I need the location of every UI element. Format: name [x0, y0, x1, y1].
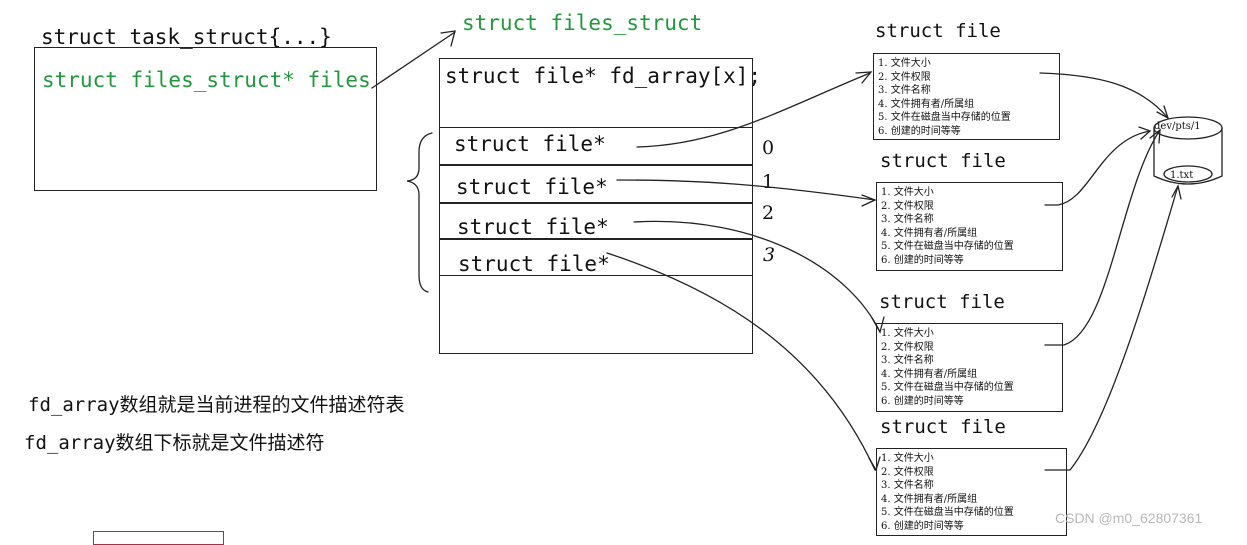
file3-to-disk	[1044, 185, 1179, 471]
fd-slot-3: struct file*	[439, 239, 753, 276]
file-prop: 5. 文件在磁盘当中存储的位置	[881, 507, 1014, 519]
file-title-1: struct file	[880, 150, 1006, 172]
file-props-2: 1. 文件大小 2. 文件权限 3. 文件名称 4. 文件拥有者/所属组 5. …	[881, 327, 1014, 409]
file-prop: 6. 创建的时间等等	[881, 254, 964, 266]
arrowhead	[1138, 126, 1152, 140]
file-prop: 4. 文件拥有者/所属组	[881, 493, 978, 505]
fd-index-0: 0	[762, 137, 775, 159]
file-prop: 6. 创建的时间等等	[881, 520, 964, 532]
arrowhead	[440, 30, 456, 47]
fd-slot-label: struct file*	[457, 215, 609, 239]
slot-brace	[406, 132, 433, 293]
file-prop: 3. 文件名称	[881, 480, 934, 492]
file-prop: 6. 创建的时间等等	[881, 395, 964, 407]
note-fd-index: fd_array数组下标就是文件描述符	[24, 432, 325, 454]
arrowhead	[861, 194, 877, 207]
fd3-pointer	[606, 252, 876, 471]
task-struct-title: struct task_struct{...}	[41, 25, 332, 49]
disk-top-ellipse	[1153, 116, 1223, 140]
arrowhead	[1156, 105, 1170, 120]
file-prop: 4. 文件拥有者/所属组	[881, 368, 978, 380]
file-prop: 2. 文件权限	[878, 71, 931, 83]
file-props-3: 1. 文件大小 2. 文件权限 3. 文件名称 4. 文件拥有者/所属组 5. …	[881, 452, 1014, 534]
note-fd-table: fd_array数组就是当前进程的文件描述符表	[28, 394, 405, 416]
file-prop: 5. 文件在磁盘当中存储的位置	[881, 241, 1014, 253]
file-prop: 2. 文件权限	[881, 341, 934, 353]
disk-bottom-label: 1.txt	[1170, 170, 1194, 181]
disk-top-label: dev/pts/1	[1154, 121, 1201, 132]
fd1-pointer	[616, 179, 876, 201]
fd-slot-label: struct file*	[456, 175, 608, 199]
arrowhead	[1171, 184, 1182, 200]
fd-array-declaration: struct file* fd_array[x];	[445, 64, 762, 88]
files-pointer-arrow	[371, 31, 456, 89]
file-prop: 2. 文件权限	[881, 200, 934, 212]
files-pointer-field: struct files_struct* files	[42, 68, 371, 92]
file-title-3: struct file	[880, 416, 1006, 438]
fd-slot-1: struct file*	[439, 165, 753, 203]
file-box-2: 1. 文件大小 2. 文件权限 3. 文件名称 4. 文件拥有者/所属组 5. …	[876, 323, 1063, 412]
file-props-1: 1. 文件大小 2. 文件权限 3. 文件名称 4. 文件拥有者/所属组 5. …	[881, 186, 1014, 268]
file-title-2: struct file	[879, 291, 1005, 313]
arrowhead	[1149, 128, 1161, 144]
fd-index-2: 2	[762, 202, 775, 224]
file-prop: 4. 文件拥有者/所属组	[881, 227, 978, 239]
files-struct-title: struct files_struct	[462, 11, 703, 35]
disk-body	[1153, 127, 1223, 185]
file-prop: 5. 文件在磁盘当中存储的位置	[881, 382, 1014, 394]
file-prop: 3. 文件名称	[881, 214, 934, 226]
file-prop: 3. 文件名称	[881, 355, 934, 367]
arrowhead	[871, 316, 885, 334]
file-prop: 2. 文件权限	[881, 466, 934, 478]
arrowhead	[855, 71, 873, 84]
file-box-1: 1. 文件大小 2. 文件权限 3. 文件名称 4. 文件拥有者/所属组 5. …	[876, 182, 1063, 271]
disk-inner-ellipse	[1163, 165, 1213, 183]
fd-index-3: 3	[763, 244, 776, 266]
file2-to-disk	[1044, 129, 1161, 346]
file-prop: 1. 文件大小	[878, 58, 931, 69]
file-prop: 5. 文件在磁盘当中存储的位置	[878, 112, 1011, 124]
task-struct-box: struct files_struct* files	[34, 47, 377, 191]
file-prop: 1. 文件大小	[881, 328, 934, 339]
file1-to-disk	[1044, 130, 1151, 206]
file-props-0: 1. 文件大小 2. 文件权限 3. 文件名称 4. 文件拥有者/所属组 5. …	[878, 57, 1011, 139]
file-prop: 3. 文件名称	[878, 85, 931, 97]
fd-slot-0: struct file*	[439, 127, 753, 165]
arrowhead	[868, 456, 881, 472]
fd0-pointer	[636, 72, 871, 148]
fd-slot-label: struct file*	[458, 252, 610, 276]
files-struct-box: struct file* fd_array[x];	[439, 58, 761, 354]
fd-slot-2: struct file*	[439, 203, 753, 239]
file-prop: 6. 创建的时间等等	[878, 125, 961, 137]
file-box-0: 1. 文件大小 2. 文件权限 3. 文件名称 4. 文件拥有者/所属组 5. …	[873, 53, 1060, 140]
fd2-pointer	[633, 220, 881, 333]
fd-slot-label: struct file*	[454, 132, 606, 156]
file-prop: 1. 文件大小	[881, 453, 934, 464]
file-title-0: struct file	[875, 20, 1001, 42]
file0-to-disk	[1039, 72, 1169, 119]
file-prop: 1. 文件大小	[881, 187, 934, 198]
watermark: CSDN @m0_62807361	[1055, 510, 1203, 526]
file-prop: 4. 文件拥有者/所属组	[878, 98, 975, 110]
